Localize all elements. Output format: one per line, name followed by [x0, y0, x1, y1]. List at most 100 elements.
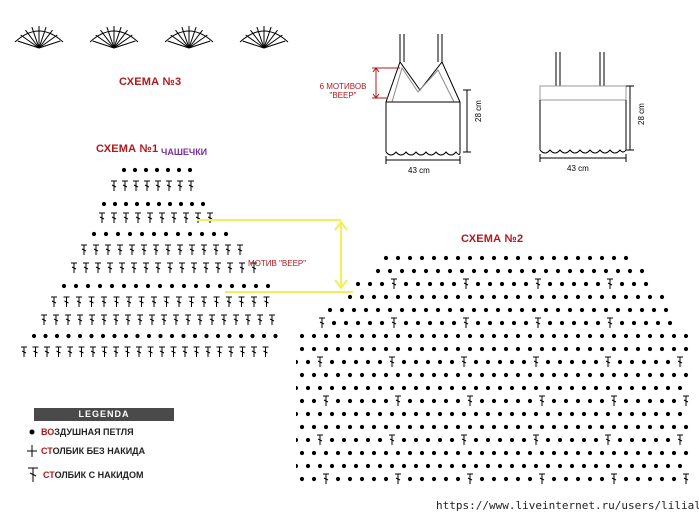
chain-stitch-dot: [419, 333, 425, 339]
chain-stitch-dot: [296, 463, 299, 469]
chain-stitch-dot: [371, 476, 377, 482]
chain-stitch-dot: [569, 359, 575, 365]
double-crochet-mark: [161, 314, 167, 325]
chain-stitch-dot: [189, 201, 195, 207]
chain-stitch-dot: [623, 333, 629, 339]
chain-stitch-dot: [641, 437, 647, 443]
chain-stitch-dot: [543, 268, 549, 274]
chain-stitch-dot: [449, 359, 455, 365]
chain-stitch-dot: [253, 283, 259, 289]
chain-stitch-dot: [635, 424, 641, 430]
double-crochet-mark: [263, 296, 270, 307]
legend-item-double-crochet: СТОЛБИК С НАКИДОМ: [26, 466, 201, 484]
chain-stitch-dot: [305, 437, 311, 443]
chain-stitch-dot: [507, 307, 513, 313]
single-crochet-mark: [153, 54, 161, 62]
chain-stitch-dot: [527, 333, 533, 339]
chain-stitch-dot: [317, 385, 323, 391]
chain-stitch-dot: [605, 411, 611, 417]
single-crochet-mark: [220, 54, 228, 62]
chain-stitch-dot: [383, 450, 389, 456]
single-crochet-mark: [72, 36, 80, 44]
chain-stitch-dot: [671, 424, 677, 430]
single-crochet-mark: [124, 54, 132, 62]
chain-stitch-dot: [379, 320, 385, 326]
chain-stitch-dot: [449, 411, 455, 417]
chain-stitch-dot: [611, 346, 617, 352]
chain-stitch-dot: [683, 372, 689, 378]
chain-stitch-dot: [367, 320, 373, 326]
chain-stitch-dot: [305, 385, 311, 391]
chain-stitch-dot: [383, 346, 389, 352]
double-crochet-mark: [90, 346, 96, 357]
chain-stitch-dot: [339, 307, 345, 313]
chain-stitch-dot: [509, 385, 515, 391]
chain-stitch-dot: [571, 281, 577, 287]
chain-stitch-dot: [154, 167, 160, 173]
chain-stitch-dot: [557, 385, 563, 391]
chain-stitch-dot: [599, 450, 605, 456]
motif-fan-label: МОТИВ "ВЕЕР": [248, 259, 307, 268]
double-crochet-mark: [539, 473, 545, 484]
chain-stitch-dot: [647, 398, 653, 404]
chain-stitch-dot: [443, 255, 449, 261]
chain-stitch-dot: [683, 450, 689, 456]
motif-pointer: [197, 219, 353, 293]
chain-stitch-dot: [643, 320, 649, 326]
double-crochet-mark: [227, 262, 233, 273]
chain-stitch-dot: [419, 450, 425, 456]
chain-stitch-dot: [641, 385, 647, 391]
chain-stitch-dot: [146, 333, 152, 339]
double-crochet-mark: [317, 434, 323, 445]
chain-stitch-dot: [311, 476, 317, 482]
double-crochet-mark: [21, 346, 27, 357]
double-crochet-mark: [188, 296, 195, 307]
chain-stitch-dot: [323, 333, 329, 339]
chain-stitch-dot: [353, 437, 359, 443]
chain-stitch-dot: [619, 281, 625, 287]
double-crochet-mark: [191, 262, 197, 273]
chain-stitch-dot: [413, 411, 419, 417]
chain-stitch-dot: [527, 476, 533, 482]
fan-stitch: [113, 40, 136, 49]
fan-stitch: [245, 34, 265, 49]
chain-stitch-dot: [431, 294, 437, 300]
chain-stitch-dot: [623, 255, 629, 261]
chain-stitch-dot: [479, 372, 485, 378]
chain-stitch-dot: [647, 294, 653, 300]
single-crochet-mark: [182, 54, 190, 62]
chain-stitch-dot: [515, 372, 521, 378]
chain-stitch-dot: [665, 359, 671, 365]
chain-stitch-dot: [503, 255, 509, 261]
chain-stitch-dot: [377, 463, 383, 469]
chain-stitch-dot: [491, 450, 497, 456]
chain-stitch-dot: [387, 268, 393, 274]
chain-stitch-dot: [363, 307, 369, 313]
back-width-label: 43 cm: [567, 164, 589, 173]
chain-stitch-dot: [671, 476, 677, 482]
chain-stitch-dot: [571, 320, 577, 326]
chain-stitch-dot: [479, 398, 485, 404]
double-crochet-mark: [201, 244, 207, 255]
chain-stitch-dot: [605, 463, 611, 469]
scheme3-title: СХЕМА №3: [119, 76, 182, 88]
chain-stitch-dot: [563, 255, 569, 261]
chain-stitch-dot: [653, 437, 659, 443]
chain-stitch-dot: [647, 424, 653, 430]
chain-stitch-dot: [305, 359, 311, 365]
chain-stitch-dot: [215, 333, 221, 339]
chain-stitch-dot: [427, 281, 433, 287]
double-crochet-mark: [166, 180, 172, 191]
double-crochet-mark: [53, 314, 59, 325]
chain-stitch-dot: [77, 333, 83, 339]
chain-stitch-dot: [671, 333, 677, 339]
chain-stitch-dot: [299, 372, 305, 378]
chain-stitch-dot: [619, 320, 625, 326]
chain-stitch-dot: [383, 294, 389, 300]
chain-stitch-dot: [335, 424, 341, 430]
chain-stitch-dot: [439, 281, 445, 287]
double-crochet-mark: [137, 314, 143, 325]
chain-stitch-dot: [341, 463, 347, 469]
chain-stitch-dot: [347, 294, 353, 300]
chain-stitch-dot: [651, 307, 657, 313]
